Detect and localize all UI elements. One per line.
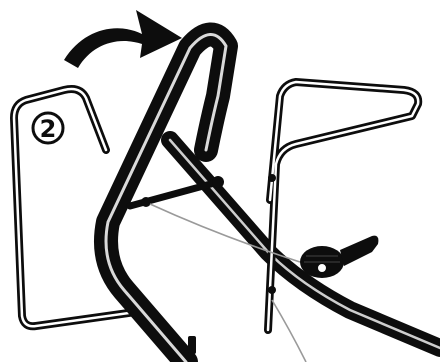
adjustment-knob-icon — [300, 236, 378, 278]
lower-body-tube — [170, 140, 440, 348]
curved-arrow-icon — [64, 10, 182, 68]
step-number-badge: 2 — [33, 113, 63, 143]
step-number: 2 — [40, 115, 57, 143]
upper-handle-frame — [268, 82, 418, 330]
